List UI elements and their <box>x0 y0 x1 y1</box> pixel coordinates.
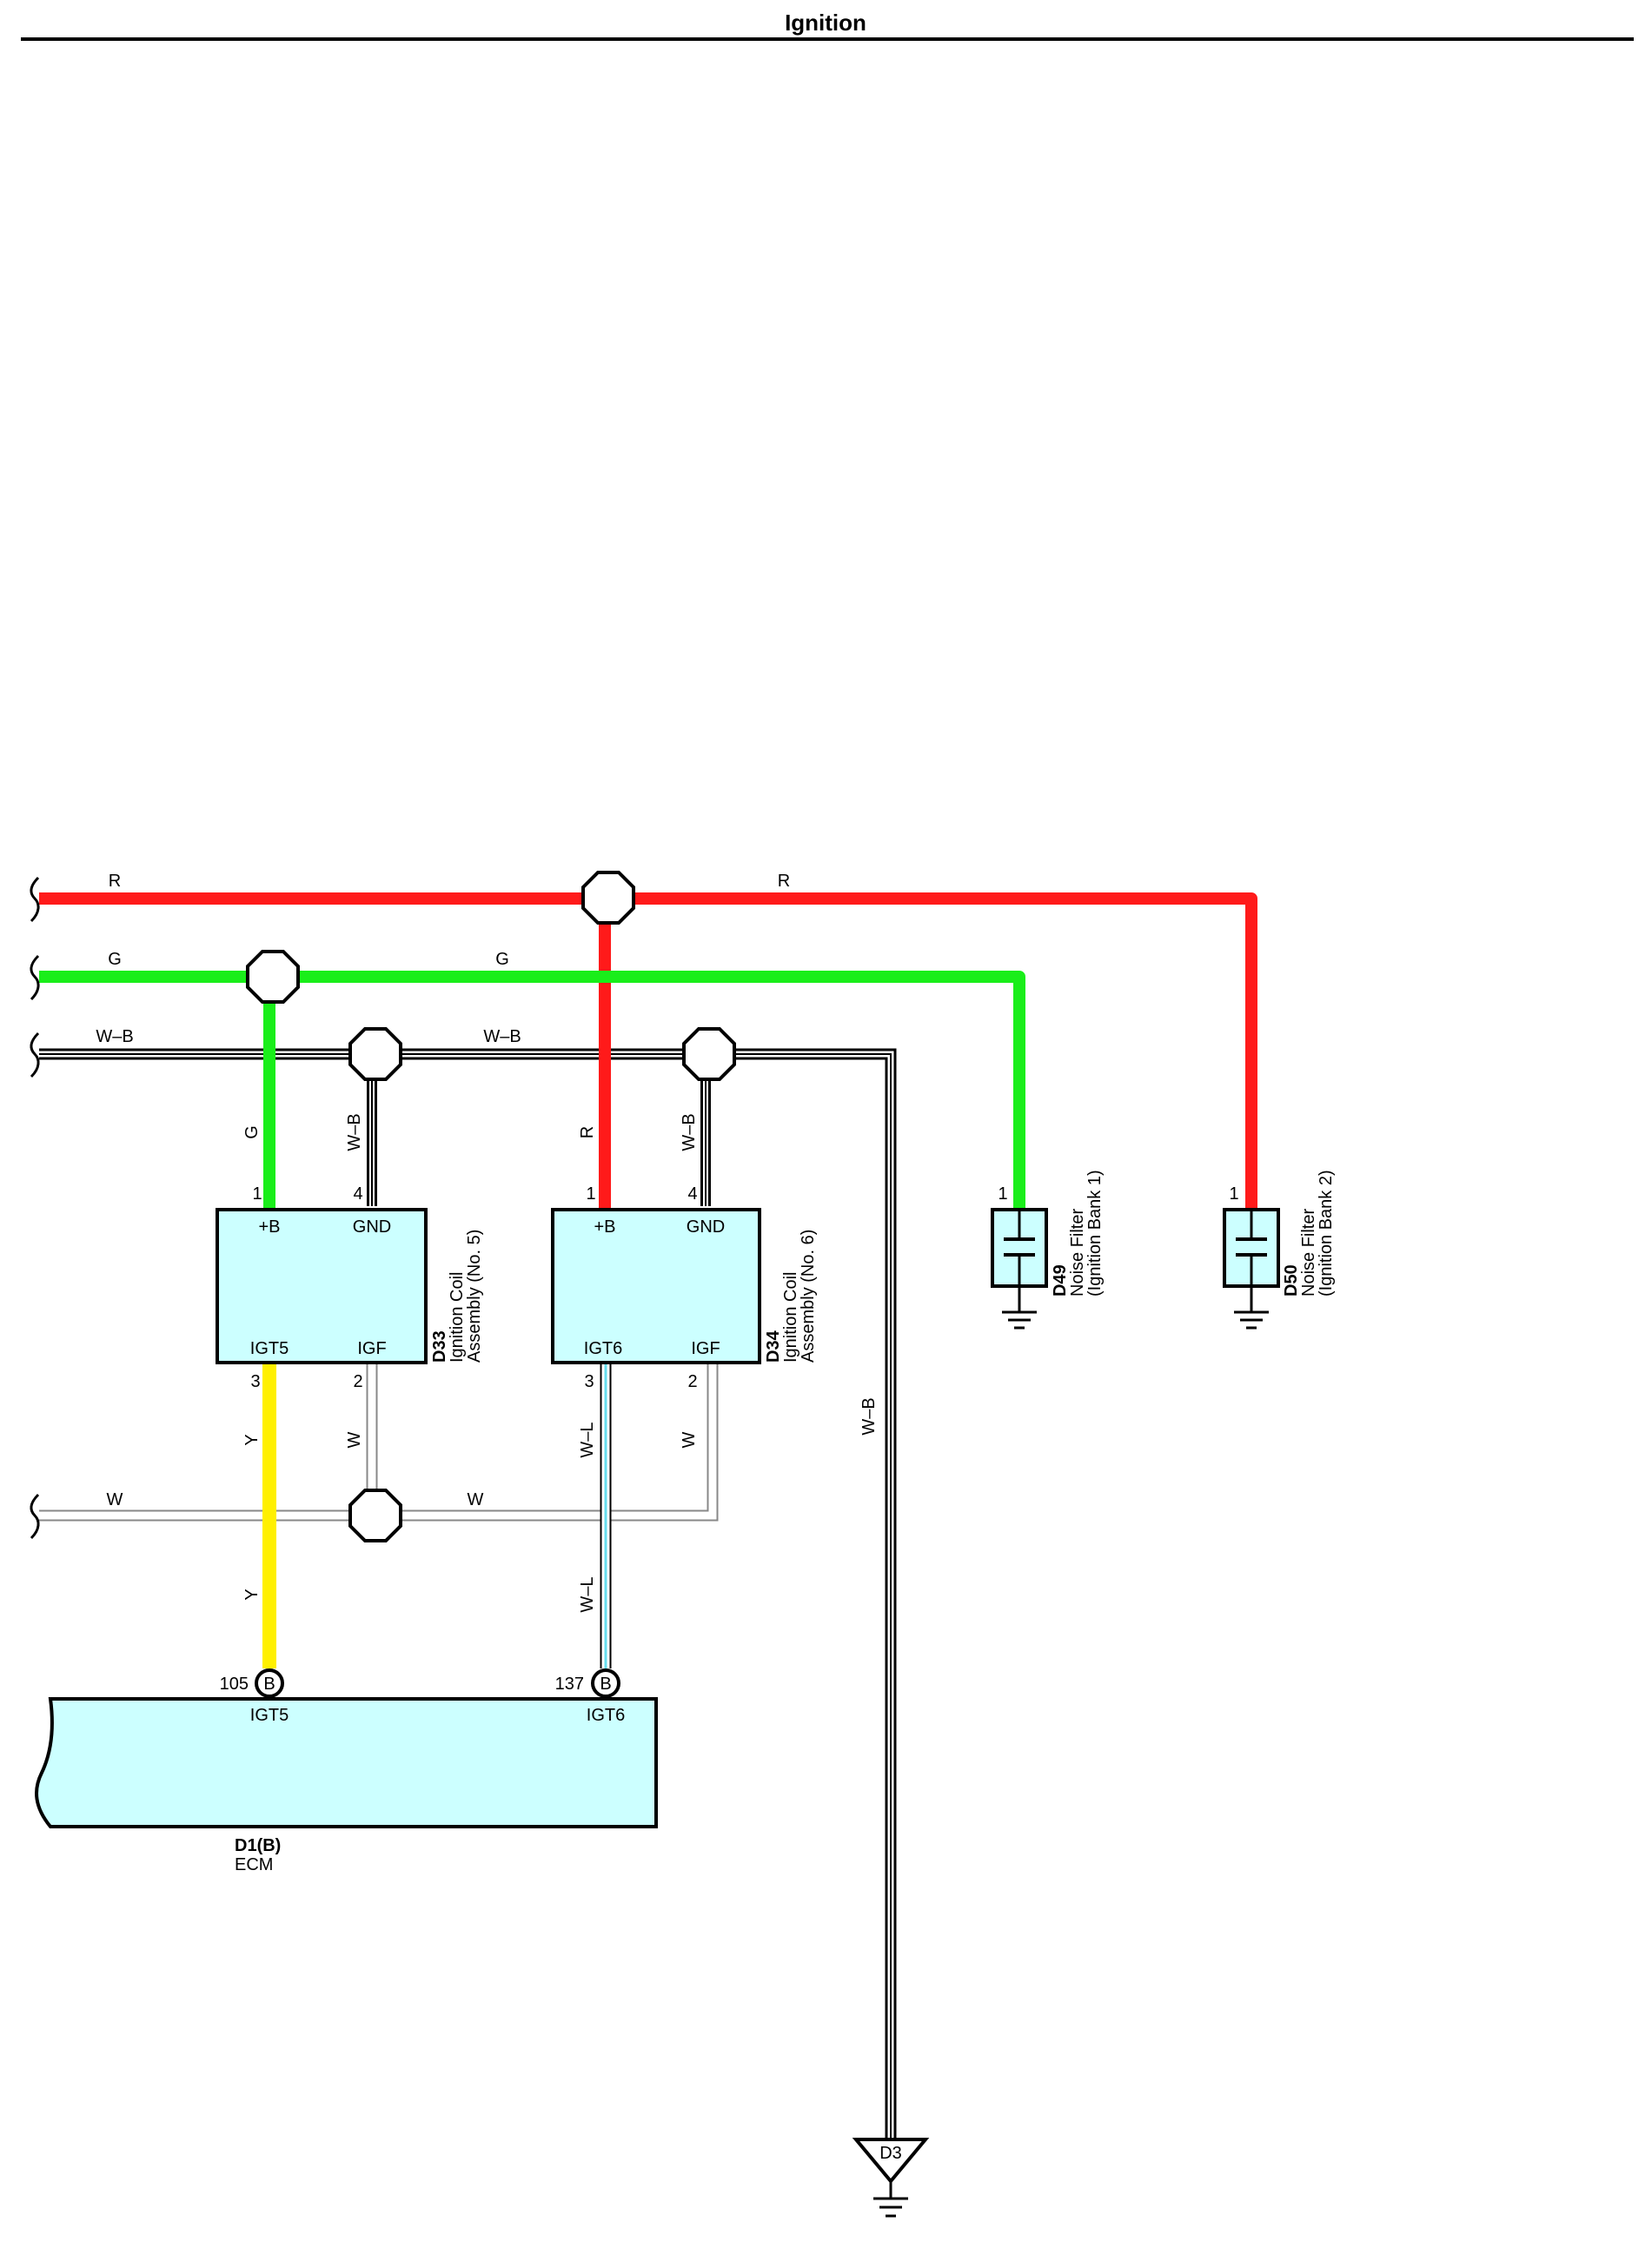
component-d49: 1 D49 Noise Filter (Ignition Bank 1) <box>991 1170 1105 1330</box>
wire-label-d34-r: R <box>578 1126 597 1138</box>
wire-label-g-right: G <box>495 950 509 969</box>
component-d33: 1 4 +B GND IGT5 IGF 3 2 D33 Ignition Coi… <box>216 1184 484 1391</box>
d33-body <box>216 1208 428 1364</box>
d33-term-igf: IGF <box>357 1339 386 1358</box>
wire-label-d34-w: W <box>680 1431 699 1448</box>
d33-name-1: Ignition Coil <box>448 1271 467 1363</box>
d50-name-2: (Ignition Bank 2) <box>1317 1170 1336 1297</box>
page-title: Ignition <box>785 10 866 36</box>
junction-wb-1 <box>348 1027 402 1081</box>
d50-name-1: Noise Filter <box>1299 1209 1318 1297</box>
d34-name-1: Ignition Coil <box>781 1271 800 1363</box>
component-ecm: B B 105 137 IGT5 IGT6 D1(B) ECM <box>35 1668 658 1874</box>
d34-pin-3: 3 <box>584 1372 594 1391</box>
d50-ground-icon <box>1234 1286 1269 1330</box>
junction-r <box>581 871 635 925</box>
wire-g-main <box>39 971 1025 1210</box>
junction-g <box>246 950 300 1004</box>
d33-pin-1: 1 <box>252 1184 262 1204</box>
wire-label-d33-w: W <box>345 1431 364 1448</box>
wire-r-main <box>39 892 1257 1210</box>
wire-label-wl-low: W–L <box>578 1576 597 1612</box>
wire-label-d33-wb: W–B <box>345 1113 364 1151</box>
d49-name-2: (Ignition Bank 1) <box>1085 1170 1105 1297</box>
wire-label-g-left: G <box>108 950 122 969</box>
wire-label-wb-right: W–B <box>483 1027 521 1046</box>
d33-term-b: +B <box>258 1217 280 1237</box>
d33-term-igt5: IGT5 <box>250 1339 289 1358</box>
ecm-connector-105-label: B <box>263 1675 275 1694</box>
ecm-connector-105 <box>255 1668 284 1698</box>
d34-pin-1: 1 <box>586 1184 595 1204</box>
d34-name-2: Assembly (No. 6) <box>799 1230 818 1363</box>
wire-wb-bus <box>39 1048 897 2155</box>
d34-pin-4: 4 <box>687 1184 697 1204</box>
d33-pin-4: 4 <box>353 1184 362 1204</box>
ecm-connector-137 <box>591 1668 620 1698</box>
wire-label-d33-g: G <box>242 1125 262 1139</box>
wire-label-y-low: Y <box>242 1589 262 1600</box>
d34-term-igf: IGF <box>691 1339 720 1358</box>
ecm-pin-105: 105 <box>220 1675 249 1694</box>
ecm-term-igt6: IGT6 <box>587 1706 625 1725</box>
wire-label-r-right: R <box>778 872 790 891</box>
junction-wb-2 <box>682 1027 736 1081</box>
d50-code: D50 <box>1282 1264 1301 1297</box>
d49-ground-icon <box>1002 1286 1037 1330</box>
ecm-pin-137: 137 <box>555 1675 584 1694</box>
d33-name-2: Assembly (No. 5) <box>465 1230 484 1363</box>
wire-label-w-left: W <box>107 1490 123 1509</box>
d34-term-igt6: IGT6 <box>584 1339 622 1358</box>
d50-pin-1: 1 <box>1229 1184 1238 1204</box>
component-ground-d3: D3 <box>852 2138 930 2218</box>
d34-code: D34 <box>764 1330 783 1363</box>
ecm-connector-137-label: B <box>600 1675 611 1694</box>
component-d50: 1 D50 Noise Filter (Ignition Bank 2) <box>1223 1170 1336 1330</box>
d34-term-gnd: GND <box>687 1217 725 1237</box>
wire-label-wb-left: W–B <box>96 1027 133 1046</box>
d34-body <box>551 1208 761 1364</box>
ground-d3-triangle <box>852 2138 930 2185</box>
ecm-code: D1(B) <box>235 1836 281 1855</box>
d49-pin-1: 1 <box>998 1184 1007 1204</box>
d49-code: D49 <box>1051 1264 1070 1297</box>
wire-label-d34-wl: W–L <box>578 1422 597 1457</box>
ground-d3-code: D3 <box>879 2144 902 2163</box>
d34-term-b: +B <box>594 1217 615 1237</box>
ecm-name: ECM <box>235 1855 273 1874</box>
wire-break-marks <box>30 876 40 1540</box>
wire-label-d33-y: Y <box>242 1434 262 1445</box>
d33-pin-2: 2 <box>353 1372 362 1391</box>
d33-pin-3: 3 <box>250 1372 260 1391</box>
junction-w <box>348 1489 402 1542</box>
wire-label-w-right: W <box>468 1490 484 1509</box>
wire-label-d34-wb: W–B <box>680 1113 699 1151</box>
ecm-term-igt5: IGT5 <box>250 1706 289 1725</box>
d34-pin-2: 2 <box>687 1372 697 1391</box>
ground-d3-icon <box>873 2181 908 2218</box>
ecm-body <box>35 1697 658 1828</box>
d49-name-1: Noise Filter <box>1068 1209 1087 1297</box>
wire-label-r-left: R <box>109 872 121 891</box>
wire-label-ground-run: W–B <box>859 1397 879 1435</box>
component-d34: 1 4 +B GND IGT6 IGF 3 2 D34 Ignition Coi… <box>551 1184 818 1391</box>
d33-code: D33 <box>430 1330 449 1363</box>
d33-term-gnd: GND <box>353 1217 391 1237</box>
